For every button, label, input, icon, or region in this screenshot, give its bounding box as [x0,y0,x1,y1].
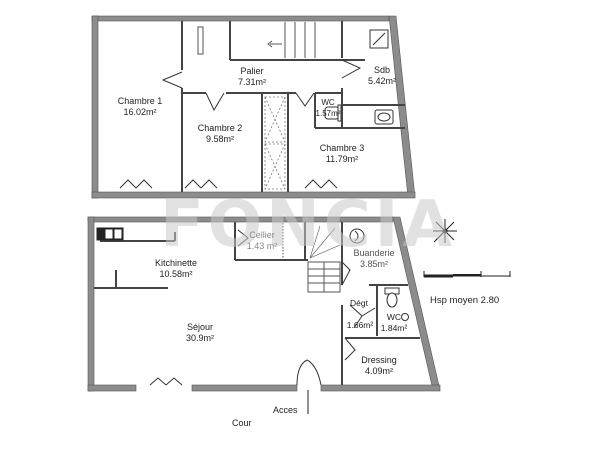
room-area: 11.79m² [325,154,359,164]
lower-interior-walls [94,222,420,385]
room-degt: Dégt [345,298,373,309]
room-chambre-1: Chambre 1 16.02m² [110,96,170,118]
room-area: 1.43 m² [246,241,278,251]
room-chambre-3: Chambre 3 11.79m² [312,143,372,165]
room-name: Dégt [350,298,368,308]
room-name: Kitchinette [154,258,198,268]
room-name: Cellier [249,230,275,240]
room-buanderie: Buanderie 3.85m² [346,248,402,270]
room-name: Dressing [361,355,397,365]
room-name: Chambre 1 [117,96,163,106]
room-name: Palier [240,66,264,76]
lower-staircase [282,223,341,293]
room-area: 16.02m² [123,107,157,117]
room-wc-upper: WC 1.57m² [314,97,342,119]
room-area: 30.9m² [185,333,214,343]
room-area: 1.84m² [380,323,408,333]
room-cellier: Cellier 1.43 m² [240,230,284,252]
access-label: Acces [273,405,298,415]
kitchen-hob [96,227,124,241]
scale-bar-icon [423,271,511,278]
door-swings-upper [119,59,362,189]
room-area: 3.85m² [359,259,388,269]
room-name: WC [321,98,335,107]
room-name: Sdb [373,65,390,75]
room-sdb: Sdb 5.42m² [362,65,402,87]
room-dressing: Dressing 4.09m² [354,355,404,377]
room-name: Chambre 2 [197,123,243,133]
room-area: 1.66m² [346,320,374,330]
room-area: 9.58m² [205,134,234,144]
watermark: FONCIA [160,188,456,262]
room-kitchinette: Kitchinette 10.58m² [146,258,206,280]
room-area: 5.42m² [367,76,396,86]
compass-rose-icon [433,219,457,243]
room-name: WC [386,312,402,322]
room-name: Buanderie [353,248,395,258]
lower-floor-walls [87,216,441,392]
room-palier: Palier 7.31m² [232,66,272,88]
room-area: 4.09m² [364,366,393,376]
courtyard-label: Cour [232,418,252,428]
room-wc-lower: WC 1.84m² [378,312,410,334]
door-swings-lower [149,229,376,386]
room-area: 1.57m² [315,109,341,118]
upper-staircase [197,22,316,58]
closets [264,96,286,190]
room-name: Séjour [186,322,213,332]
upper-fixtures [324,29,394,125]
room-area: 10.58m² [159,269,193,279]
room-chambre-2: Chambre 2 9.58m² [190,123,250,145]
upper-floor-walls [91,15,416,199]
room-area: 7.31m² [237,77,266,87]
room-degt-area: 1.66m² [344,320,376,331]
room-name: Chambre 3 [319,143,365,153]
room-sejour: Séjour 30.9m² [175,322,225,344]
lower-fixtures [349,228,409,321]
ceiling-height-label: Hsp moyen 2.80 [430,295,500,306]
